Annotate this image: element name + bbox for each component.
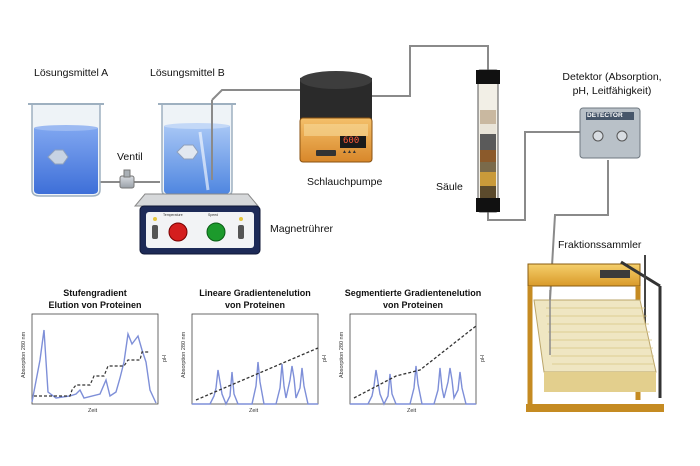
beaker-a — [28, 103, 104, 197]
chart1-xlabel: Zeit — [88, 408, 98, 414]
column-label: Säule — [436, 181, 463, 193]
detector — [579, 107, 641, 159]
chart2-absorbance-curve — [192, 361, 318, 406]
pump-buttons: ▲▲▲ — [342, 149, 357, 155]
solvent-b-label: Lösungsmittel B — [150, 67, 225, 79]
stirrer-temperature-label: Temperature — [163, 213, 183, 217]
beaker-b — [158, 100, 236, 197]
pump — [299, 71, 373, 163]
chart1-y2label: pH — [162, 354, 168, 362]
chart3-y2label: pH — [480, 354, 486, 362]
valve-icon — [119, 169, 135, 189]
fraction-collector — [526, 255, 664, 412]
chart2-y2label: pH — [322, 354, 328, 362]
stirrer-label: Magnetrührer — [270, 223, 334, 235]
stirrer-speed-label: Speed — [208, 213, 219, 217]
chart3-ph-curve — [353, 325, 477, 399]
pump-display: 600 — [343, 136, 360, 146]
chart2-xlabel: Zeit — [249, 408, 259, 414]
collector-label: Fraktionssammler — [558, 239, 642, 251]
chart-step-gradient — [31, 313, 159, 405]
chart1-absorbance-curve — [31, 329, 157, 404]
valve-label: Ventil — [117, 151, 143, 163]
chart3-absorbance-curve — [350, 365, 476, 406]
detector-label-line2: pH, Leitfähigkeit) — [572, 85, 652, 97]
detector-badge: DETECTOR — [587, 112, 623, 119]
chart3-ylabel: Absorption 280 nm — [339, 331, 345, 378]
chart2-ylabel: Absorption 280 nm — [181, 331, 187, 378]
chart2-ph-curve — [195, 347, 319, 401]
chart1-ph-curve — [34, 351, 150, 397]
chart-linear-gradient — [191, 313, 319, 406]
solvent-a-label: Lösungsmittel A — [34, 67, 109, 79]
chart3-xlabel: Zeit — [407, 408, 417, 414]
chart1-ylabel: Absorption 280 nm — [21, 331, 27, 378]
magnetic-stirrer — [133, 193, 261, 255]
detector-label-line1: Detektor (Absorption, — [562, 71, 662, 83]
chart-segmented-gradient — [349, 313, 477, 406]
pump-label: Schlauchpumpe — [307, 176, 383, 188]
column — [476, 69, 500, 213]
